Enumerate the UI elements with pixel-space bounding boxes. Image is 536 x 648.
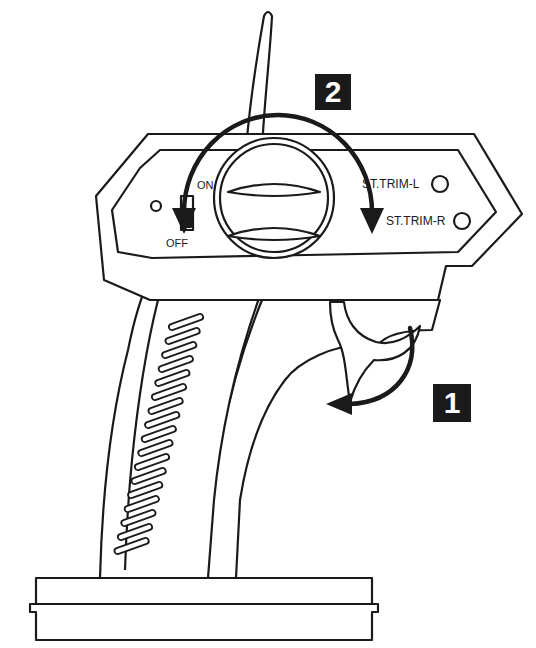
wheel-rib bbox=[228, 184, 320, 196]
antenna bbox=[246, 12, 272, 150]
grip-slot bbox=[138, 457, 166, 467]
grip-slot bbox=[169, 331, 197, 341]
grip-slot bbox=[138, 457, 166, 467]
grip-slot bbox=[169, 331, 197, 341]
grip-slot bbox=[152, 401, 180, 411]
steering-wheel-rim bbox=[220, 144, 328, 252]
grip-slot bbox=[172, 317, 200, 327]
grip-slot bbox=[158, 373, 186, 383]
power-led bbox=[151, 201, 161, 211]
grip-slot bbox=[118, 541, 146, 551]
grip-slot bbox=[148, 415, 176, 425]
grip-slot bbox=[155, 387, 183, 397]
grip-slot bbox=[128, 499, 156, 509]
grip-slot bbox=[158, 373, 186, 383]
callout-number: 1 bbox=[444, 388, 461, 418]
trim-button bbox=[432, 176, 448, 192]
trim-label: ST.TRIM-L bbox=[362, 178, 419, 190]
grip-slot bbox=[131, 485, 159, 495]
grip-slot bbox=[131, 485, 159, 495]
switch-label: ON bbox=[197, 180, 214, 191]
grip-slot bbox=[141, 443, 169, 453]
grip-slot bbox=[124, 513, 152, 523]
arrowhead bbox=[326, 393, 352, 415]
grip-slot bbox=[118, 541, 146, 551]
callout-box: 1 bbox=[433, 384, 471, 422]
grip-slot bbox=[172, 317, 200, 327]
callout-number: 2 bbox=[325, 77, 342, 107]
callout-box: 2 bbox=[315, 74, 351, 110]
arrowhead bbox=[172, 208, 196, 234]
grip-slot bbox=[135, 471, 163, 481]
grip-slot bbox=[145, 429, 173, 439]
steering-wheel bbox=[214, 138, 334, 258]
grip-slot bbox=[162, 359, 190, 369]
grip-slot bbox=[135, 471, 163, 481]
wheel-rib bbox=[228, 228, 320, 240]
grip-slot bbox=[162, 359, 190, 369]
grip-slot bbox=[165, 345, 193, 355]
grip-slot bbox=[152, 401, 180, 411]
housing bbox=[96, 134, 522, 300]
grip-slot bbox=[128, 499, 156, 509]
grip-slot bbox=[124, 513, 152, 523]
grip-slot bbox=[145, 429, 173, 439]
trigger bbox=[330, 302, 420, 402]
grip-slot bbox=[121, 527, 149, 537]
rotation-arrow bbox=[184, 115, 372, 212]
base bbox=[30, 578, 378, 640]
grip-slot bbox=[121, 527, 149, 537]
grip bbox=[100, 278, 262, 578]
switch-label: OFF bbox=[166, 238, 188, 249]
grip-slot bbox=[155, 387, 183, 397]
arrowhead bbox=[360, 208, 384, 234]
base-edge bbox=[30, 603, 378, 605]
grip-slot bbox=[148, 415, 176, 425]
trim-label: ST.TRIM-R bbox=[386, 215, 445, 227]
trim-button bbox=[454, 213, 470, 229]
grip-slot bbox=[141, 443, 169, 453]
grip-slot bbox=[165, 345, 193, 355]
grip-slots bbox=[118, 317, 200, 551]
pull-arrow bbox=[350, 328, 412, 404]
